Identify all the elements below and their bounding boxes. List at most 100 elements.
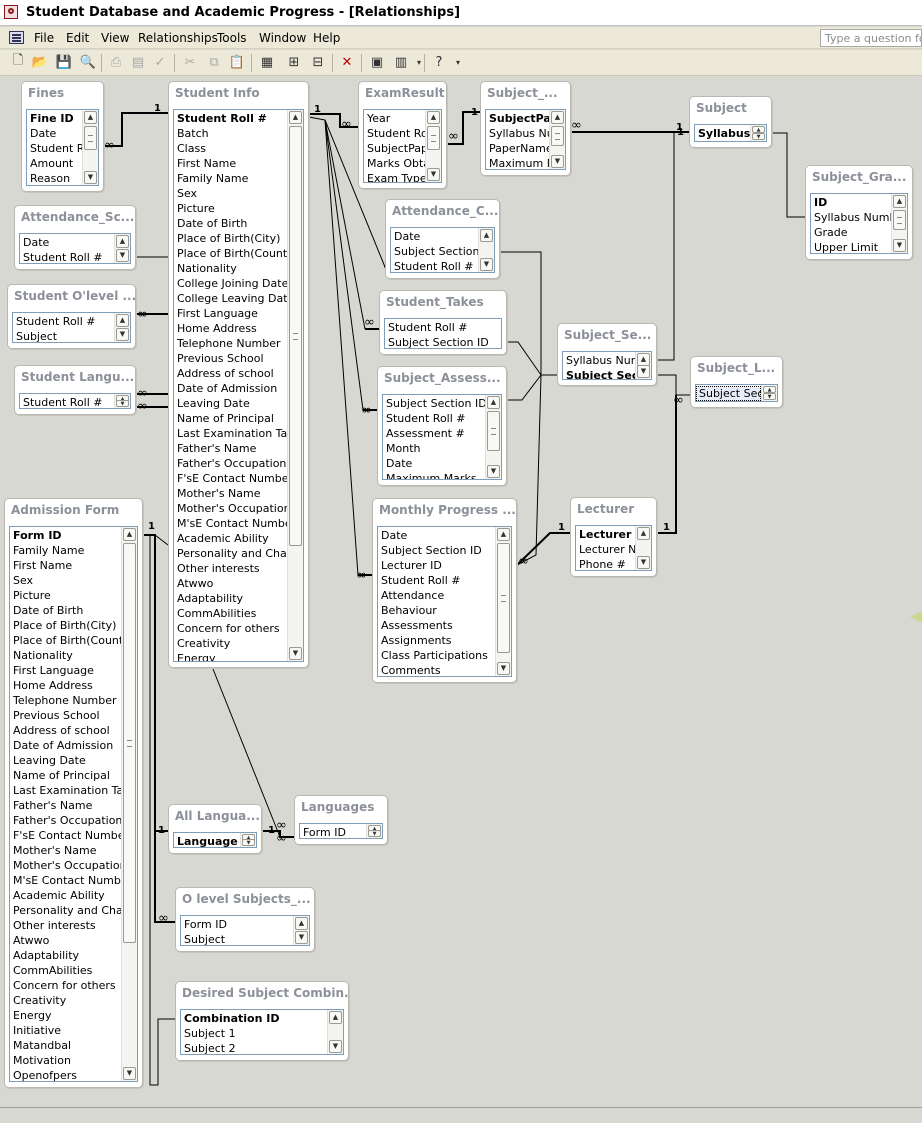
scroll-up-icon[interactable]: ▲ (752, 126, 765, 133)
print-preview-icon[interactable]: ▤ (131, 54, 145, 70)
field[interactable]: Marks Obtain (367, 157, 425, 170)
field[interactable]: Comments (381, 664, 441, 676)
scroll-down-icon[interactable]: ▼ (84, 171, 97, 184)
field[interactable]: Student Roll # (23, 251, 103, 263)
table-title[interactable]: Subject_Assess... (384, 371, 501, 385)
field[interactable]: Father's Name (13, 799, 93, 812)
field[interactable]: Subject 1 (184, 1027, 236, 1040)
field[interactable]: Place of Birth(Country) (177, 247, 287, 260)
new-icon[interactable]: 🗋 (12, 53, 24, 68)
field[interactable]: Student Roll # (388, 321, 468, 334)
preview-icon[interactable]: 🔍 (79, 54, 97, 70)
table-exam-result[interactable]: ExamResult Year Student Roll SubjectPape… (358, 81, 447, 189)
field[interactable]: Place of Birth(City) (13, 619, 117, 632)
field[interactable]: Name of Principal (13, 769, 110, 782)
menu-tools[interactable]: Tools (217, 31, 247, 45)
menu-view[interactable]: View (101, 31, 130, 45)
table-title[interactable]: Subject_L... (697, 361, 776, 375)
table-desired-subject[interactable]: Desired Subject Combin... Combination ID… (175, 981, 349, 1061)
scrollbar[interactable]: ▲▼ (114, 234, 130, 263)
field[interactable]: Behaviour (381, 604, 437, 617)
field[interactable]: Family Name (177, 172, 249, 185)
scroll-thumb[interactable] (893, 210, 906, 230)
field[interactable]: Syllabus Num (489, 127, 549, 140)
field[interactable]: Mother's Occupation (177, 502, 287, 515)
show-table-icon[interactable]: ▦ (260, 54, 274, 70)
properties-icon[interactable]: ▣ (370, 54, 384, 70)
scrollbar[interactable]: ▲▼ (549, 110, 565, 169)
field[interactable]: Subject (16, 330, 58, 342)
field[interactable]: Subject (184, 933, 226, 945)
field-combination-id[interactable]: Combination ID (184, 1012, 280, 1025)
save-icon[interactable]: 💾 (55, 54, 73, 70)
field[interactable]: Home Address (13, 679, 93, 692)
scrollbar[interactable]: ▲▼ (635, 526, 651, 570)
field[interactable]: Class Participations (381, 649, 488, 662)
field[interactable]: Previous School (177, 352, 264, 365)
field[interactable]: Personality and Charac (13, 904, 121, 917)
scroll-down-icon[interactable]: ▼ (116, 400, 129, 407)
scroll-thumb[interactable] (487, 411, 500, 451)
scroll-up-icon[interactable]: ▲ (893, 195, 906, 208)
menu-help[interactable]: Help (313, 31, 341, 45)
table-title[interactable]: Subject_Se... (564, 328, 652, 342)
table-title[interactable]: Fines (28, 86, 65, 100)
field[interactable]: CommAbilities (177, 607, 257, 620)
table-title[interactable]: Student O'level ... (14, 289, 135, 303)
field[interactable]: SubjectPaper (367, 142, 425, 155)
table-subject-paper[interactable]: Subject_... SubjectPaper Syllabus Num Pa… (480, 81, 571, 176)
field[interactable]: CommAbilities (13, 964, 93, 977)
field[interactable]: Syllabus Number (814, 211, 891, 224)
paste-icon[interactable]: 📋 (228, 54, 246, 70)
spelling-icon[interactable]: ✓ (154, 54, 166, 70)
scroll-thumb[interactable] (84, 126, 97, 150)
field[interactable]: Creativity (177, 637, 231, 650)
table-title[interactable]: Subject_... (487, 86, 558, 100)
field[interactable]: Address of school (13, 724, 110, 737)
field[interactable]: Attendance (381, 589, 445, 602)
field-lecturer-id[interactable]: Lecturer ID (579, 528, 635, 541)
field[interactable]: Lecturer Nam (579, 543, 635, 556)
field[interactable]: Subject Section ID (394, 245, 478, 258)
field[interactable]: M'sE Contact Number (13, 874, 121, 887)
scroll-down-icon[interactable]: ▼ (427, 168, 440, 181)
scroll-down-icon[interactable]: ▼ (116, 249, 129, 262)
help-icon[interactable]: ? (435, 54, 443, 70)
field[interactable]: Subject 2 (184, 1042, 236, 1054)
field[interactable]: Sex (13, 574, 34, 587)
ask-question-input[interactable]: Type a question for (820, 29, 922, 47)
field[interactable]: Concern for others (177, 622, 280, 635)
table-title[interactable]: Monthly Progress ... (379, 503, 516, 517)
table-subject-l[interactable]: Subject_L... Subject Sectio ▲▼ (690, 356, 783, 408)
field[interactable]: First Language (13, 664, 94, 677)
field[interactable]: F'sE Contact Number (13, 829, 121, 842)
scroll-down-icon[interactable]: ▼ (368, 830, 381, 837)
scroll-down-icon[interactable]: ▼ (242, 839, 255, 846)
field[interactable]: Date (394, 230, 421, 243)
scrollbar[interactable]: ▲▼ (495, 527, 511, 676)
help-dropdown-icon[interactable]: ▾ (455, 57, 460, 67)
field[interactable]: Personality and Charac (177, 547, 287, 560)
field[interactable]: Mother's Name (177, 487, 261, 500)
table-fines[interactable]: Fines Fine ID Date Student Rc Amount Rea… (21, 81, 104, 192)
table-title[interactable]: Subject (696, 101, 747, 115)
field[interactable]: F'sE Contact Number (177, 472, 287, 485)
scrollbar[interactable]: ▲▼ (121, 527, 137, 1081)
scroll-down-icon[interactable]: ▼ (637, 556, 650, 569)
field[interactable]: Upper Limit (814, 241, 879, 253)
scrollbar[interactable]: ▲▼ (366, 824, 382, 838)
scrollbar[interactable]: ▲▼ (287, 110, 303, 661)
new-object-dropdown-icon[interactable]: ▾ (416, 57, 421, 67)
field[interactable]: Telephone Number (13, 694, 117, 707)
scrollbar[interactable]: ▲▼ (478, 228, 494, 272)
field[interactable]: Father's Name (177, 442, 257, 455)
field[interactable]: Place of Birth(City) (177, 232, 281, 245)
scroll-up-icon[interactable]: ▲ (480, 229, 493, 242)
scroll-down-icon[interactable]: ▼ (289, 647, 302, 660)
field[interactable]: M'sE Contact Number (177, 517, 287, 530)
scroll-up-icon[interactable]: ▲ (551, 111, 564, 124)
scroll-thumb[interactable] (289, 126, 302, 546)
field[interactable]: Subject Section ID (381, 544, 482, 557)
scroll-up-icon[interactable]: ▲ (289, 111, 302, 124)
